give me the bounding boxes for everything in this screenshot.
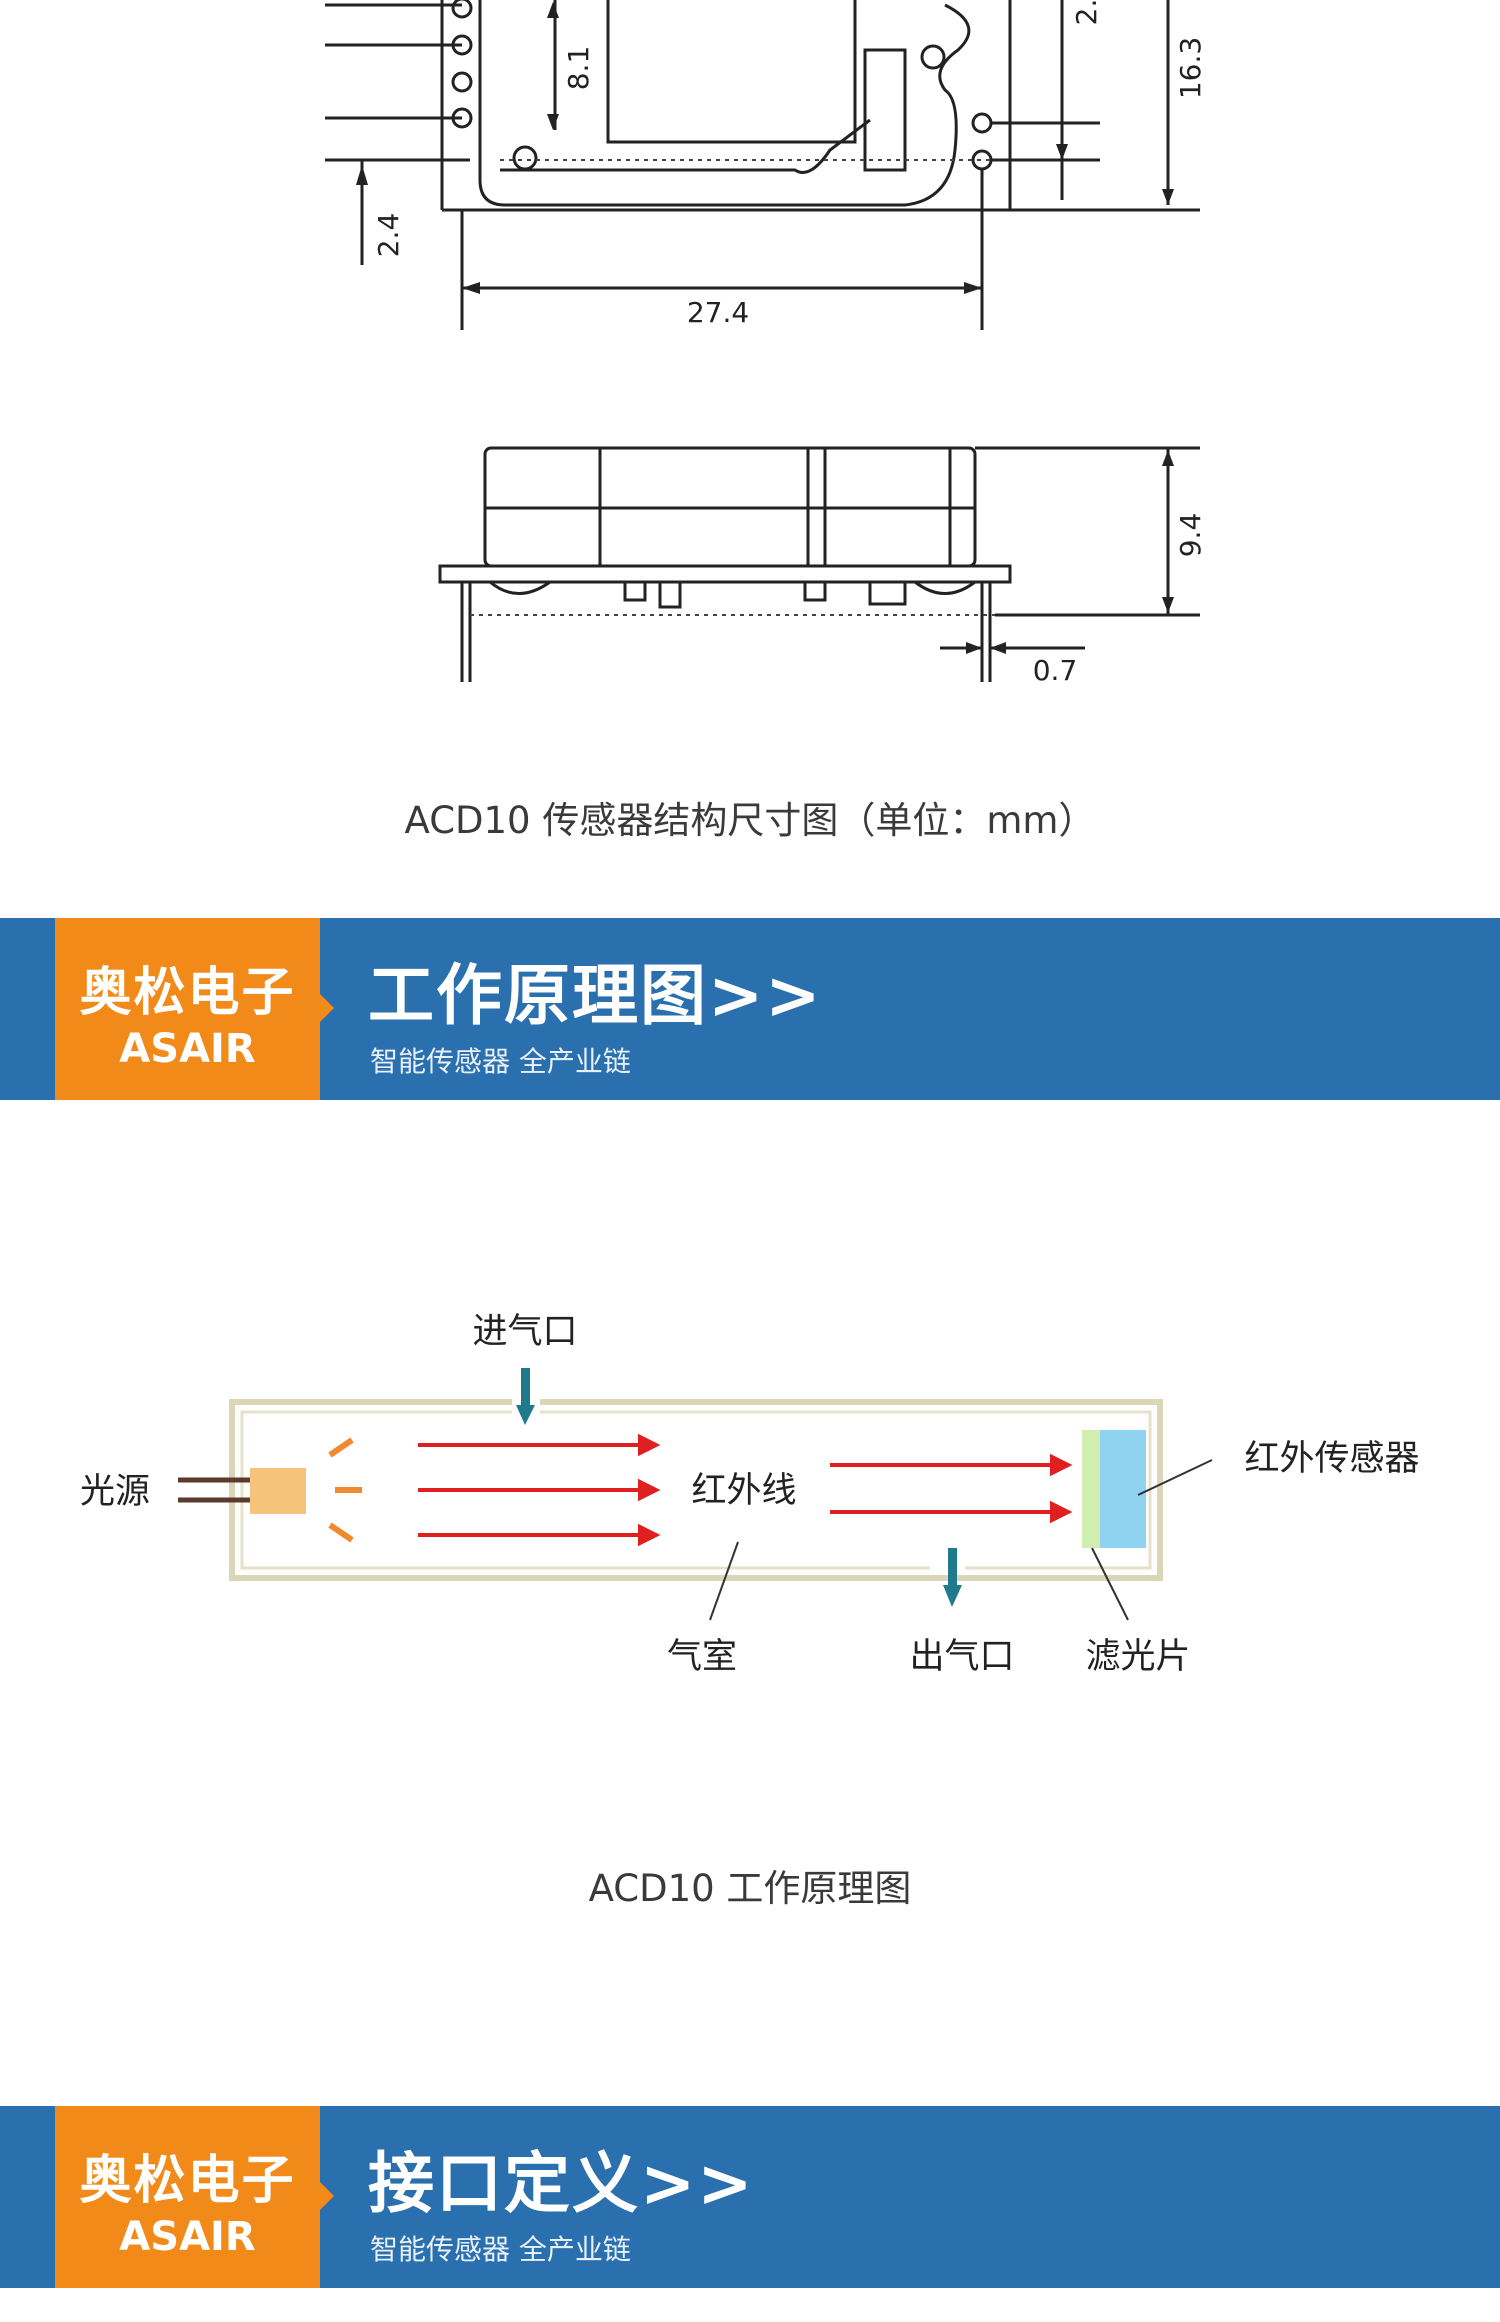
dim-9-4: 9.4 [1174, 513, 1207, 558]
inlet-arrow-icon [516, 1368, 535, 1425]
ir-sensor-icon [1100, 1430, 1146, 1548]
light-source-icon [178, 1437, 362, 1543]
dim-8-1: 8.1 [562, 46, 595, 91]
label-ir-sensor: 红外传感器 [1244, 1439, 1419, 1479]
label-light-source: 光源 [80, 1472, 150, 1512]
badge-pointer [320, 2182, 334, 2210]
section-title: 工作原理图>> [368, 957, 823, 1034]
dimension-drawing-top-view: 2.4 8.1 2. 16.3 27.4 [325, 0, 1207, 330]
section-banner-interface: 奥松电子 ASAIR 接口定义>> 智能传感器 全产业链 [0, 2106, 1500, 2288]
outlet-arrow-icon [943, 1548, 962, 1607]
section-title: 接口定义>> [368, 2145, 755, 2222]
working-principle-diagram: 进气口 光源 红外线 红外传感器 气室 出气口 滤光片 [80, 1312, 1420, 1677]
badge-pointer [320, 994, 334, 1022]
label-filter: 滤光片 [1085, 1637, 1190, 1677]
brand-name-en: ASAIR [119, 1026, 256, 1072]
dimension-drawing-side-view: 9.4 0.7 [438, 446, 1207, 687]
label-outlet: 出气口 [909, 1637, 1014, 1677]
brand-name-cn: 奥松电子 [79, 2151, 296, 2211]
dim-16-3: 16.3 [1174, 37, 1207, 99]
brand-name-en: ASAIR [119, 2214, 256, 2260]
principle-diagram-caption: ACD10 工作原理图 [588, 1867, 912, 1910]
brand-badge: 奥松电子 ASAIR [55, 2106, 320, 2288]
section-subtitle: 智能传感器 全产业链 [370, 2233, 631, 2266]
dim-2-top: 2. [1070, 0, 1103, 25]
section-banner-principle: 奥松电子 ASAIR 工作原理图>> 智能传感器 全产业链 [0, 918, 1500, 1100]
dim-0-7: 0.7 [1033, 654, 1078, 687]
dimension-drawing-caption: ACD10 传感器结构尺寸图（单位：mm） [404, 799, 1096, 842]
brand-name-cn: 奥松电子 [79, 963, 296, 1023]
filter-icon [1082, 1430, 1100, 1548]
infrared-arrows [418, 1433, 1073, 1547]
brand-badge: 奥松电子 ASAIR [55, 918, 320, 1100]
label-inlet: 进气口 [472, 1312, 577, 1352]
label-chamber: 气室 [667, 1637, 737, 1677]
dim-2-4: 2.4 [372, 213, 405, 258]
dim-27-4: 27.4 [687, 296, 749, 329]
label-infrared: 红外线 [691, 1471, 796, 1511]
section-subtitle: 智能传感器 全产业链 [370, 1045, 631, 1078]
